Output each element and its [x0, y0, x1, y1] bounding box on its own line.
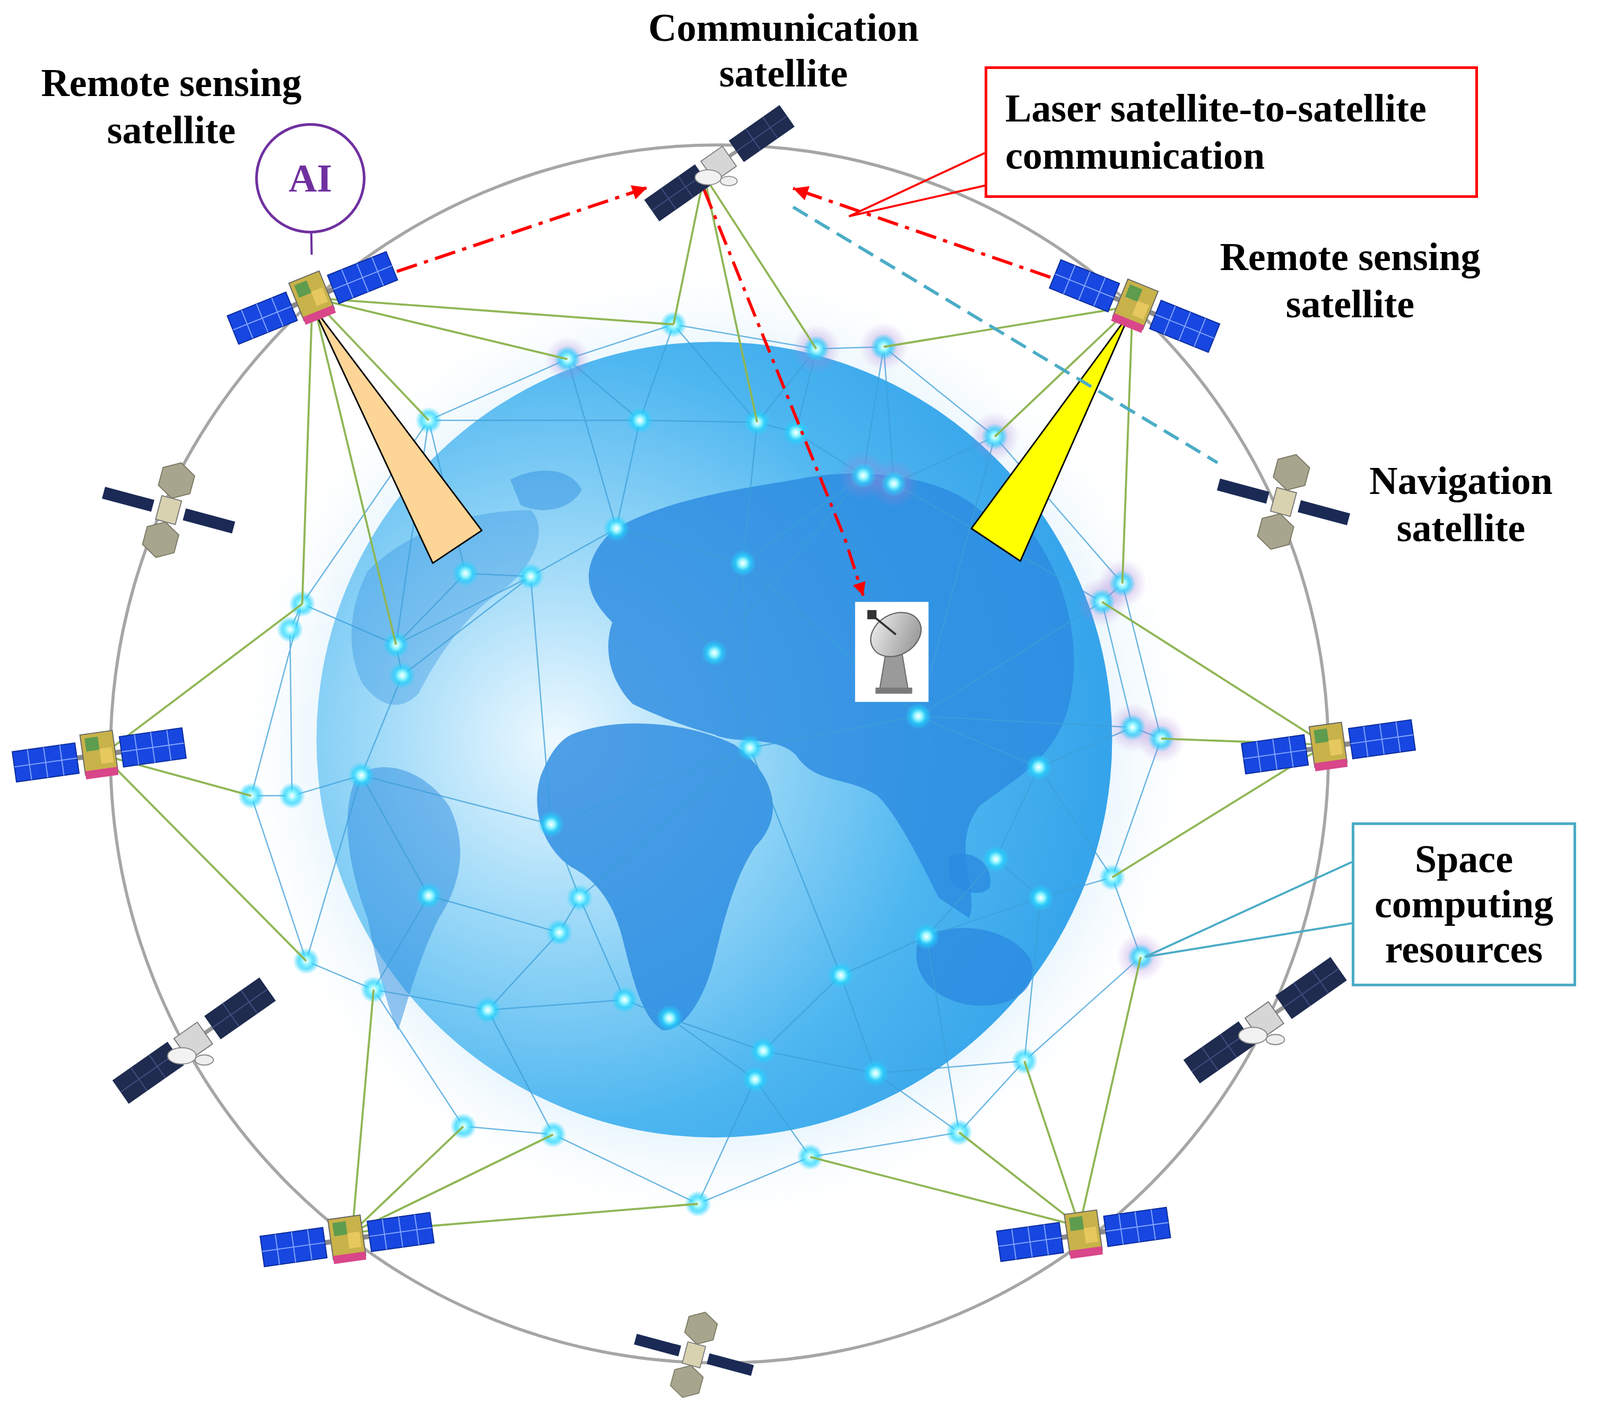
remote-sensing-satellite: Remote sensing satellite	[228, 254, 397, 345]
satellites	[1046, 253, 1223, 359]
laser-link	[396, 187, 648, 272]
network-dot	[1025, 753, 1052, 781]
orbit-ring	[110, 144, 1329, 1363]
continents	[347, 767, 461, 1031]
satellites	[11, 720, 188, 790]
network-dot	[905, 702, 932, 730]
callout-box: Laser satellite-to-satellite communicati…	[984, 66, 1478, 198]
network-mesh	[306, 475, 1141, 1204]
satellites	[995, 1200, 1172, 1269]
sensor-beam	[312, 306, 482, 564]
network-dot	[278, 782, 306, 810]
callout-leader	[1144, 862, 1352, 958]
network-dot	[849, 462, 877, 489]
satellites	[623, 1296, 764, 1414]
ground-station	[855, 601, 929, 702]
satellites	[1183, 957, 1347, 1084]
network-dot	[741, 1065, 769, 1093]
globe	[224, 255, 1205, 1235]
network-dot	[348, 761, 375, 789]
callout-box: Space computing resources	[1351, 822, 1577, 987]
network-dot	[603, 515, 630, 542]
network-dot	[862, 1059, 889, 1087]
ai-label: AI	[288, 154, 333, 203]
callout-leader	[848, 152, 985, 216]
network-dot	[474, 996, 502, 1024]
satellite-ground-link	[352, 989, 699, 1233]
network-dot	[415, 882, 442, 909]
network-dot	[1027, 884, 1055, 911]
communication-satellite: Communication satellite	[647, 108, 794, 218]
sensor-beam	[312, 306, 1131, 564]
network-dot	[451, 560, 479, 587]
satellite-ground-link	[102, 175, 1327, 1233]
satellite-link	[793, 206, 1218, 463]
satellites	[112, 977, 276, 1104]
network-dot	[700, 639, 728, 667]
laser-link	[793, 188, 1051, 278]
purple-glow	[544, 336, 590, 382]
satellites	[11, 105, 1417, 1413]
satellite-ground-link	[102, 603, 307, 961]
satellite-label: Navigation satellite	[1354, 457, 1568, 552]
satellite-ground-link	[810, 957, 1141, 1227]
remote-sensing-satellite: Remote sensing satellite	[1050, 259, 1220, 353]
purple-glow	[869, 458, 919, 508]
network-mesh	[251, 576, 1162, 1010]
network-dot	[1119, 714, 1146, 741]
ground-station	[855, 601, 929, 702]
network-dot	[656, 1004, 683, 1032]
satellites	[258, 1205, 436, 1274]
ground-station	[862, 603, 929, 666]
satellite-label: Remote sensing satellite	[1201, 233, 1499, 328]
network-mesh	[302, 324, 1123, 824]
sensor-beam	[971, 311, 1131, 561]
globe	[224, 255, 1205, 1235]
satellites	[1205, 437, 1362, 567]
satellite-ground-link	[302, 297, 674, 645]
network-dot	[517, 562, 544, 590]
network-dot	[982, 845, 1010, 873]
satellites	[224, 245, 400, 351]
ground-station	[879, 653, 909, 690]
network-dot	[827, 961, 855, 989]
ground-station	[867, 610, 877, 620]
callout-label: Space computing resources	[1363, 836, 1564, 972]
ai-circle: AI	[255, 123, 366, 234]
network-dot	[750, 1037, 777, 1065]
network-dot	[736, 734, 764, 761]
navigation-satellite: Navigation satellite	[1217, 453, 1351, 552]
ground-station	[875, 687, 912, 694]
network-dot	[566, 884, 594, 911]
network-dot	[729, 549, 756, 577]
satellite-ground-link	[673, 175, 817, 423]
network-dot	[545, 918, 573, 946]
network-dot	[388, 662, 416, 689]
network-dot	[912, 923, 940, 950]
network-dot	[611, 986, 638, 1013]
satellite-label: Communication satellite	[635, 5, 933, 97]
callout-label: Laser satellite-to-satellite communicati…	[1005, 84, 1458, 180]
continents	[536, 723, 773, 1031]
continents	[510, 470, 582, 510]
globe	[316, 341, 1113, 1138]
network-dot	[537, 811, 565, 838]
satellites	[644, 105, 795, 222]
satellite-ground-link	[883, 306, 1133, 584]
network-dot	[945, 1118, 973, 1146]
satellites	[1240, 712, 1417, 781]
ai-link	[310, 233, 313, 255]
ground-station	[873, 615, 896, 635]
purple-glow	[544, 322, 1186, 982]
network-dot	[626, 406, 654, 434]
network-dot	[880, 470, 908, 497]
downlink-arrow	[703, 189, 864, 596]
satellites	[90, 445, 247, 575]
network-dot	[554, 345, 581, 373]
